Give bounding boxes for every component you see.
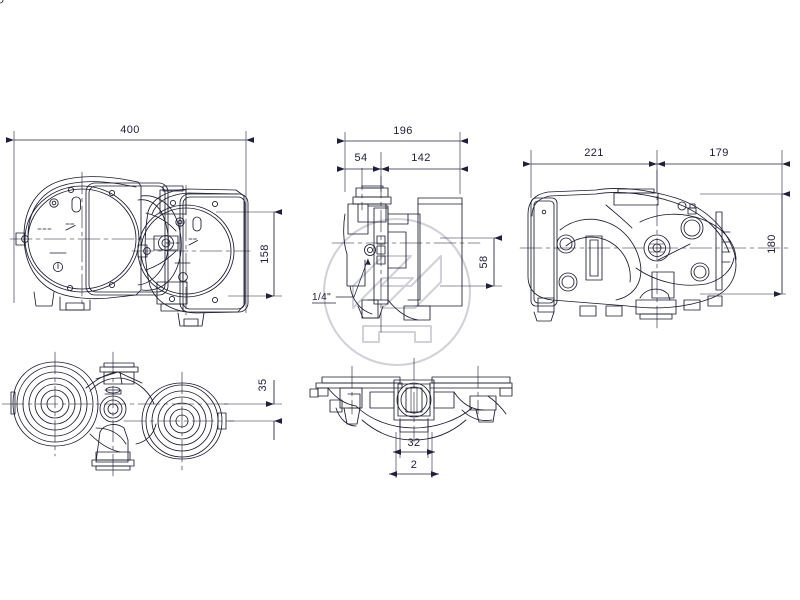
dimension-bottom-gap: 2 (389, 432, 439, 478)
dimension-180-label: 180 (766, 234, 778, 254)
dimension-rear-height: 180 (700, 191, 790, 297)
dimension-35-label: 35 (257, 378, 269, 391)
rear-view (519, 169, 791, 331)
bottom-side-view (309, 357, 513, 443)
dimension-rear-segments: 221 179 (523, 147, 790, 198)
thread-size-callout: 1/4" (312, 292, 336, 304)
dimension-32-label: 32 (407, 437, 420, 449)
dimension-179-label: 179 (709, 147, 729, 159)
grundfos-logo-watermark (322, 217, 472, 367)
dimension-quarter-inch-label: 1/4" (312, 292, 331, 303)
dimension-front-height: 158 (216, 209, 282, 299)
dimension-top-offset: 35 (224, 378, 282, 440)
dimension-bottom-inner-width: 32 (393, 418, 435, 458)
dimension-142-label: 142 (411, 152, 431, 164)
dimension-side-segments: 54 142 (337, 152, 468, 192)
front-view (0, 0, 251, 327)
dimension-side-height: 58 (440, 235, 502, 289)
dimension-400-label: 400 (120, 124, 140, 136)
dimension-2-label: 2 (411, 459, 418, 471)
dimension-58-label: 58 (478, 255, 490, 268)
dimension-front-width: 400 (6, 124, 254, 313)
dimension-196-label: 196 (393, 125, 413, 137)
dimension-side-width: 196 (337, 125, 468, 194)
dimension-158-label: 158 (259, 244, 271, 264)
dimension-221-label: 221 (584, 147, 604, 159)
top-view (1, 351, 235, 481)
dimension-54-label: 54 (354, 152, 367, 164)
side-view (331, 167, 481, 333)
